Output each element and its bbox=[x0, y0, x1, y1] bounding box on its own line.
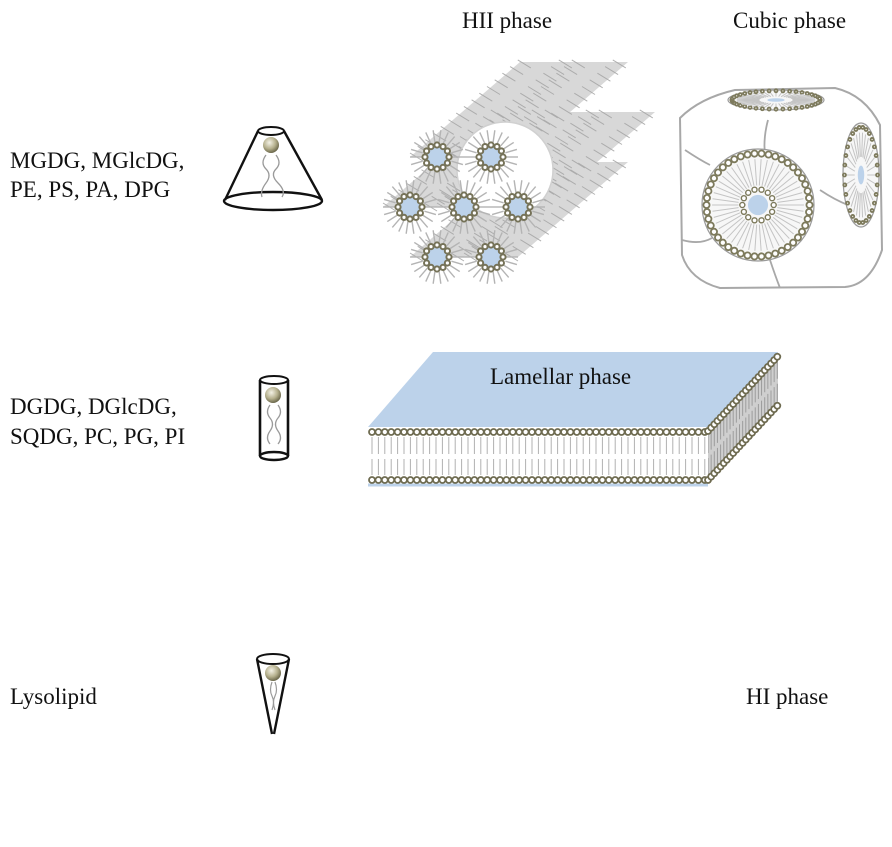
cone-lipids-line1: MGDG, MGlcDG, bbox=[10, 148, 185, 173]
cylinder-lipid-icon bbox=[258, 375, 290, 462]
cubic-phase-illustration bbox=[678, 86, 884, 290]
lamellar-phase-illustration bbox=[368, 352, 782, 487]
hii-phase-illustration bbox=[382, 59, 655, 285]
cylinder-lipids-line2: SQDG, PC, PG, PI bbox=[10, 424, 186, 449]
cubic-phase-title: Cubic phase bbox=[733, 8, 847, 33]
cone-lipids-line2: PE, PS, PA, DPG bbox=[10, 177, 171, 202]
hi-phase-title: HI phase bbox=[746, 684, 829, 709]
hii-phase-title: HII phase bbox=[462, 8, 553, 33]
lamellar-phase-title: Lamellar phase bbox=[490, 364, 632, 389]
cylinder-lipids-line1: DGDG, DGlcDG, bbox=[10, 394, 177, 419]
inverted-cone-lipids: Lysolipid bbox=[10, 684, 97, 709]
cone-lipid-icon bbox=[222, 126, 324, 212]
inverted-cone-lipid-icon bbox=[255, 653, 291, 735]
